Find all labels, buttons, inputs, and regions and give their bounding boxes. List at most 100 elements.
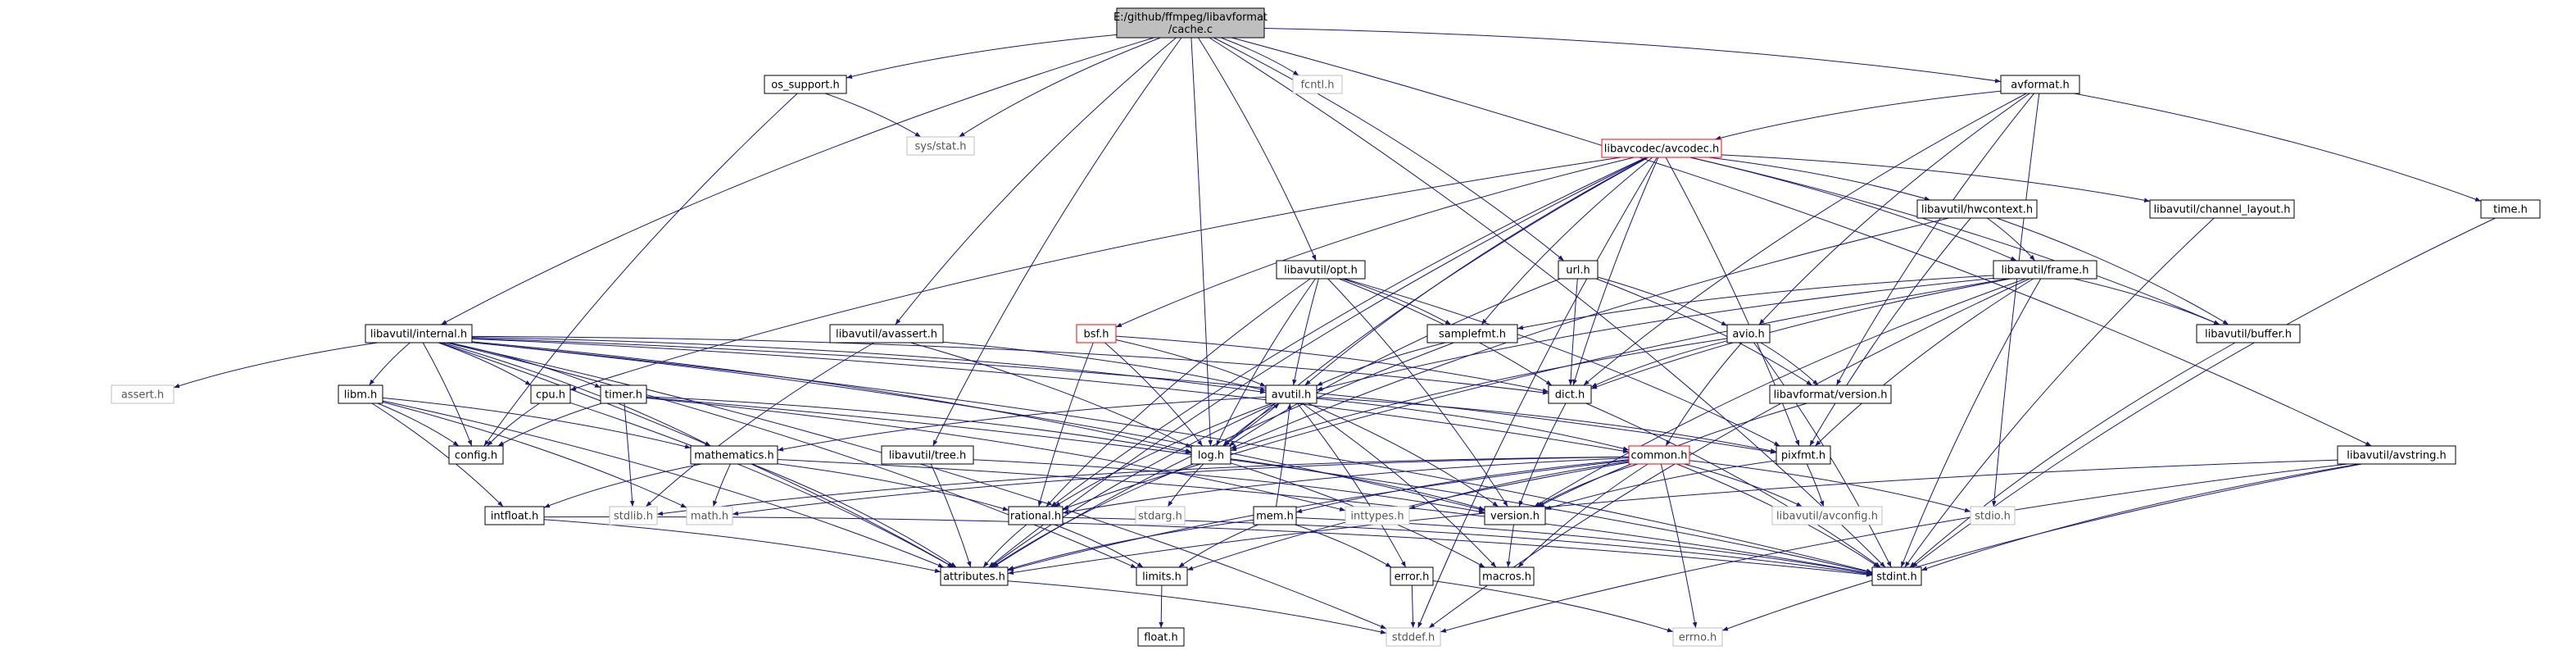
- node-frame_h[interactable]: libavutil/frame.h: [1993, 260, 2098, 280]
- edge-frame_h-to-dict_h: [1590, 278, 2011, 389]
- node-config_h[interactable]: config.h: [448, 445, 504, 465]
- edge-url_h-to-dict_h: [1568, 278, 1578, 386]
- edge-internal_h-to-config_h: [422, 342, 473, 447]
- node-avformat_h[interactable]: avformat.h: [2000, 75, 2080, 94]
- edge-avcodec_h-to-rational_h: [1050, 157, 1647, 507]
- node-box: [2149, 199, 2295, 219]
- edge-cache_c-to-log_h: [1190, 37, 1213, 447]
- node-limits_h[interactable]: limits.h: [1136, 566, 1188, 586]
- dependency-edges: [173, 28, 2496, 635]
- node-pixfmt_h[interactable]: pixfmt.h: [1776, 445, 1831, 465]
- node-lavf_version_h[interactable]: libavformat/version.h: [1769, 384, 1892, 404]
- node-label: libavutil/internal.h: [370, 329, 467, 341]
- node-intfloat_h[interactable]: intfloat.h: [484, 506, 545, 525]
- node-mem_h[interactable]: mem.h: [1253, 506, 1297, 525]
- node-box: [2000, 75, 2080, 94]
- node-float_h[interactable]: float.h: [1137, 627, 1185, 647]
- edge-cache_c-to-opt_h: [1198, 37, 1317, 262]
- node-buffer_h[interactable]: libavutil/buffer.h: [2196, 324, 2301, 343]
- edge-avstring_h-to-stdint_h: [1921, 463, 2360, 571]
- node-os_support_h[interactable]: os_support.h: [764, 75, 847, 94]
- edge-url_h-to-lavf_version_h: [1596, 278, 1812, 386]
- edge-avstring_h-to-attributes_h: [1007, 459, 2338, 575]
- node-url_h[interactable]: url.h: [1558, 260, 1599, 280]
- node-channel_layout_h[interactable]: libavutil/channel_layout.h: [2149, 199, 2295, 219]
- node-version_h[interactable]: version.h: [1484, 506, 1546, 525]
- edge-avformat_h-to-dict_h: [1583, 93, 2027, 386]
- node-label: libavutil/avconfig.h: [1776, 511, 1878, 523]
- node-avio_h[interactable]: avio.h: [1726, 324, 1771, 343]
- node-bsf_h[interactable]: bsf.h: [1076, 324, 1117, 343]
- edge-opt_h-to-version_h: [1327, 278, 1508, 507]
- node-label: float.h: [1144, 632, 1178, 644]
- edge-mem_h-to-error_h: [1295, 524, 1392, 568]
- node-box: [1386, 627, 1441, 647]
- node-dict_h[interactable]: dict.h: [1548, 384, 1592, 404]
- node-opt_h[interactable]: libavutil/opt.h: [1276, 260, 1366, 280]
- edge-tree_h-to-version_h: [973, 459, 1485, 514]
- edge-avutil_h-to-mathematics_h: [777, 396, 1267, 452]
- edge-internal_h-to-common_h: [471, 338, 1630, 453]
- node-log_h[interactable]: log.h: [1190, 445, 1231, 465]
- edge-avformat_h-to-avio_h: [1758, 93, 2030, 325]
- node-time_h[interactable]: time.h: [2480, 199, 2541, 219]
- node-label: libavutil/buffer.h: [2205, 329, 2292, 341]
- node-label: inttypes.h: [1350, 511, 1404, 523]
- node-cpu_h[interactable]: cpu.h: [530, 384, 571, 404]
- node-assert_h: assert.h: [111, 384, 175, 404]
- edge-hwcontext_h-to-pixfmt_h: [1809, 217, 1971, 447]
- node-hwcontext_h[interactable]: libavutil/hwcontext.h: [1916, 199, 2038, 219]
- node-box: [829, 324, 944, 343]
- node-label: mathematics.h: [694, 450, 774, 462]
- edge-bsf_h-to-rational_h: [1037, 342, 1094, 507]
- node-math_h: math.h: [686, 506, 733, 525]
- node-avutil_h[interactable]: avutil.h: [1265, 384, 1317, 404]
- edge-opt_h-to-rational_h: [1045, 278, 1311, 507]
- node-tree_h[interactable]: libavutil/tree.h: [881, 445, 974, 465]
- edge-avstring_h-to-errno_h: [1721, 463, 2362, 631]
- node-internal_h[interactable]: libavutil/internal.h: [365, 324, 473, 343]
- node-label: pixfmt.h: [1781, 450, 1825, 462]
- edge-cache_c-to-os_support_h: [846, 34, 1118, 80]
- node-label: log.h: [1198, 450, 1224, 462]
- node-timer_h[interactable]: timer.h: [600, 384, 647, 404]
- edge-avutil_h-to-log_h: [1222, 403, 1280, 447]
- edge-avcodec_h-to-stddef_h: [1417, 157, 1658, 629]
- edge-cache_c-to-internal_h: [441, 37, 1154, 325]
- edge-libm_h-to-mathematics_h: [382, 397, 692, 449]
- edge-pixfmt_h-to-avconfig_h: [1806, 463, 1825, 507]
- node-mathematics_h[interactable]: mathematics.h: [690, 445, 778, 465]
- node-label: avutil.h: [1272, 389, 1312, 402]
- node-avstring_h[interactable]: libavutil/avstring.h: [2337, 445, 2456, 465]
- edge-log_h-to-version_h: [1230, 458, 1485, 511]
- edge-cache_c-to-url_h: [1213, 37, 1565, 262]
- node-box: [2480, 199, 2541, 219]
- node-libm_h[interactable]: libm.h: [338, 384, 383, 404]
- node-box: [1390, 566, 1434, 586]
- edge-avio_h-to-common_h: [1665, 342, 1743, 447]
- node-stdint_h[interactable]: stdint.h: [1871, 566, 1922, 586]
- node-attributes_h[interactable]: attributes.h: [940, 566, 1009, 586]
- edge-common_h-to-macros_h: [1517, 463, 1649, 568]
- node-error_h[interactable]: error.h: [1390, 566, 1434, 586]
- node-rational_h[interactable]: rational.h: [1008, 506, 1064, 525]
- node-avassert_h[interactable]: libavutil/avassert.h: [829, 324, 944, 343]
- edge-internal_h-to-mathematics_h: [442, 342, 711, 447]
- edge-tree_h-to-attributes_h: [930, 463, 972, 568]
- edge-cache_c-to-sys_stat_h: [959, 37, 1161, 138]
- node-label: common.h: [1631, 450, 1688, 462]
- edge-avformat_h-to-stdio_h: [1992, 93, 2040, 507]
- node-box: [1672, 627, 1723, 647]
- edge-internal_h-to-timer_h: [449, 342, 601, 389]
- edge-cache_c-to-avassert_h: [895, 37, 1177, 325]
- node-box: [1190, 445, 1231, 465]
- node-common_h[interactable]: common.h: [1628, 445, 1690, 465]
- node-samplefmt_h[interactable]: samplefmt.h: [1426, 324, 1518, 343]
- node-label: bsf.h: [1083, 329, 1109, 341]
- node-box: [2196, 324, 2301, 343]
- edge-cache_c-to-avstring_h: [1231, 37, 2372, 447]
- node-macros_h[interactable]: macros.h: [1479, 566, 1535, 586]
- node-label: stdlib.h: [614, 511, 653, 523]
- edge-avformat_h-to-avcodec_h: [1715, 90, 2002, 140]
- node-avcodec_h[interactable]: libavcodec/avcodec.h: [1601, 139, 1722, 158]
